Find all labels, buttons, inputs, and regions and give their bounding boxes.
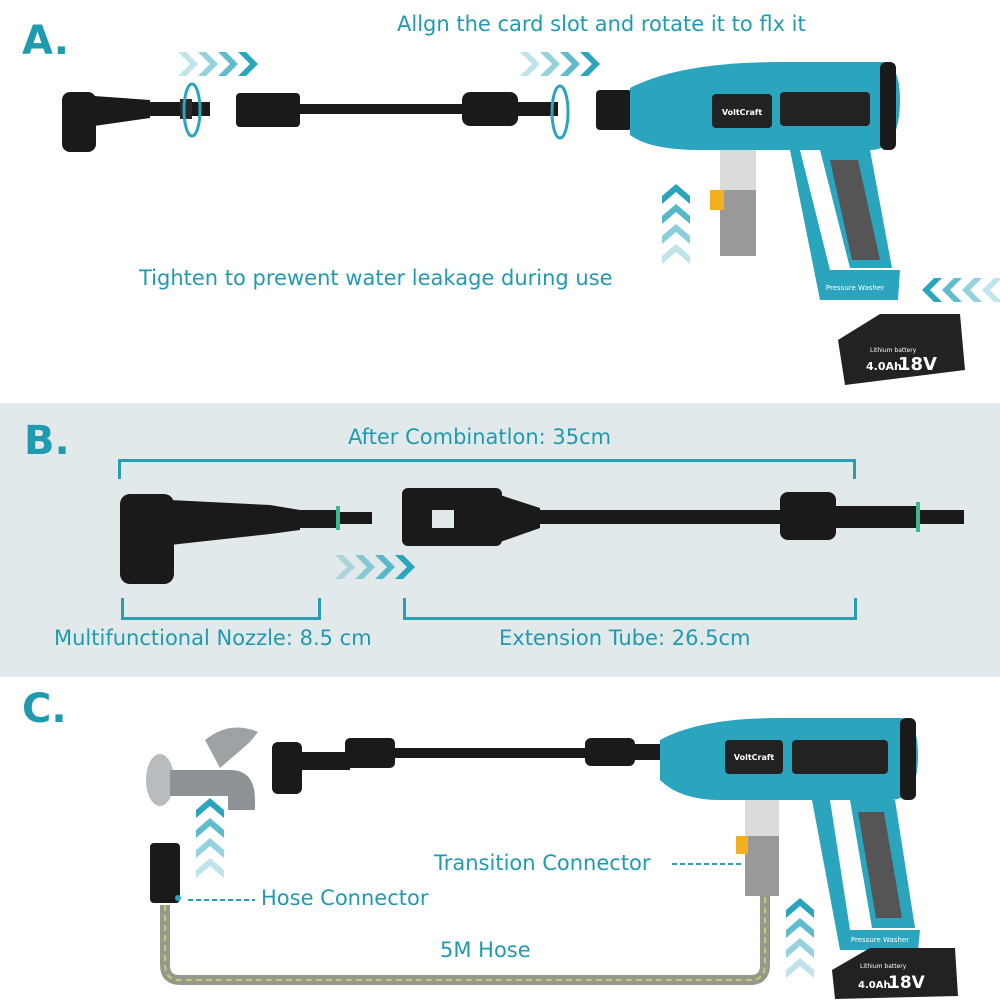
tube-length-bracket [403,598,857,620]
combined-length-bracket [118,459,856,479]
extension-tube-icon [236,92,558,127]
nozzle-length-bracket [121,598,321,620]
battery-icon: Lithium battery 4.0Ah 18V [838,314,965,385]
faucet-icon [146,727,258,810]
battery-voltage: 18V [898,354,937,375]
brand-label: VoltCraft [722,108,763,117]
hose-line [160,890,770,985]
section-b-label: B. [24,418,70,464]
chevron-right-icon [335,555,415,579]
nozzle-icon [120,494,372,584]
grip-label: Pressure Washer [851,936,909,944]
rotate-arrow-icon [550,84,570,140]
section-a-illustration: VoltCraft Pressure Washer Lithium batter… [62,52,1000,385]
pressure-washer-gun: VoltCraft [660,718,920,950]
pressure-washer-gun: VoltCraft Pressure Washer [596,62,900,300]
battery-type: Lithium battery [870,347,917,354]
nozzle-length-caption: Multifunctional Nozzle: 8.5 cm [54,626,372,650]
hose-connector-icon [150,843,181,903]
nozzle-icon [62,92,210,152]
hose-caption: 5M Hose [440,938,531,962]
battery-capacity: 4.0Ah [866,360,902,373]
rotate-arrow-icon [182,82,202,138]
chevron-right-icon [178,52,600,76]
chevron-up-icon [196,798,814,978]
transition-connector-caption: Transition Connector [434,851,651,875]
grip-label: Pressure Washer [826,284,884,292]
battery-capacity: 4.0Ah [858,980,891,991]
tighten-caption: Tighten to prewent water leakage during … [139,266,613,290]
align-caption: Allgn the card slot and rotate it to flx… [397,12,806,36]
section-a-label: A. [22,18,69,64]
tube-length-caption: Extension Tube: 26.5cm [499,626,751,650]
section-c-label: C. [22,686,67,732]
battery-type: Lithium battery [860,963,907,970]
chevron-left-icon [922,278,1000,302]
extension-tube-icon [402,488,964,546]
battery-voltage: 18V [888,973,926,993]
nozzle-tube-assembly [272,738,665,794]
combined-length-caption: After Combinatlon: 35cm [348,425,612,449]
hose-connector-caption: Hose Connector [261,886,429,910]
brand-label: VoltCraft [734,753,775,762]
battery-icon: Lithium battery 4.0Ah 18V [832,948,958,999]
chevron-up-icon [662,184,690,264]
